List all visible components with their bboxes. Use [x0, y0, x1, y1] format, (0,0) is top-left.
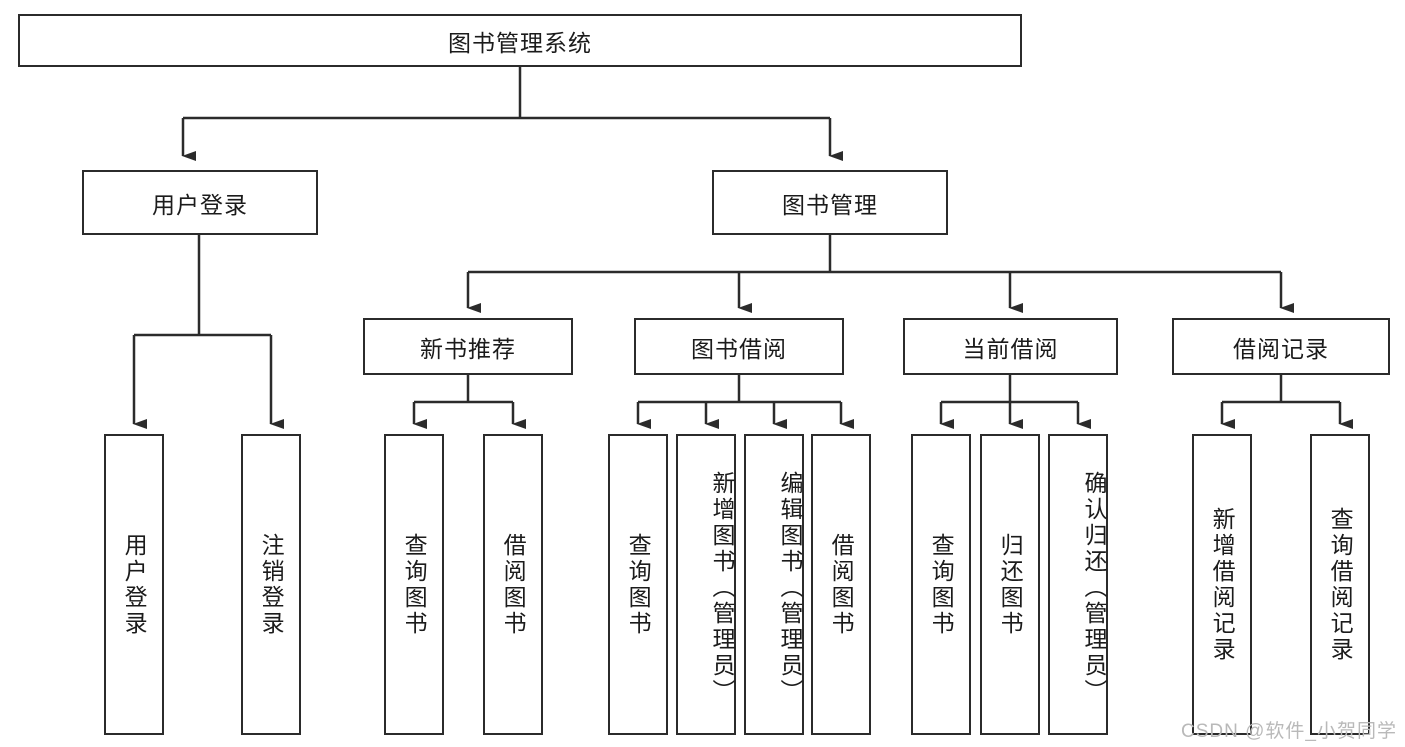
node-leaf-borrow-book-1-label: 借阅图书	[500, 532, 527, 637]
node-leaf-return-book[interactable]: 归还图书	[980, 434, 1040, 735]
node-root[interactable]: 图书管理系统	[18, 14, 1022, 67]
node-leaf-borrow-book-1[interactable]: 借阅图书	[483, 434, 543, 735]
node-leaf-query-record[interactable]: 查询借阅记录	[1310, 434, 1370, 735]
node-leaf-confirm-return-label: 确认归还（管理员）	[1081, 470, 1107, 705]
node-borrow-record-label: 借阅记录	[1233, 335, 1329, 362]
node-user-login-label: 用户登录	[152, 191, 248, 218]
node-leaf-return-book-label: 归还图书	[997, 532, 1024, 637]
node-leaf-query-book-1[interactable]: 查询图书	[384, 434, 444, 735]
node-leaf-borrow-book-2[interactable]: 借阅图书	[811, 434, 871, 735]
node-leaf-add-record-label: 新增借阅记录	[1209, 506, 1236, 663]
node-leaf-add-book-label: 新增图书（管理员）	[709, 470, 735, 705]
node-leaf-logout-label: 注销登录	[258, 532, 285, 637]
node-leaf-borrow-book-2-label: 借阅图书	[828, 532, 855, 637]
node-leaf-user-login-label: 用户登录	[121, 532, 148, 637]
node-book-manage[interactable]: 图书管理	[712, 170, 948, 235]
node-leaf-query-record-label: 查询借阅记录	[1327, 506, 1354, 663]
node-leaf-add-book[interactable]: 新增图书（管理员）	[676, 434, 736, 735]
node-leaf-edit-book-label: 编辑图书（管理员）	[777, 470, 803, 705]
node-leaf-confirm-return[interactable]: 确认归还（管理员）	[1048, 434, 1108, 735]
node-book-manage-label: 图书管理	[782, 191, 878, 218]
node-book-borrow[interactable]: 图书借阅	[634, 318, 844, 375]
node-leaf-edit-book[interactable]: 编辑图书（管理员）	[744, 434, 804, 735]
node-user-login[interactable]: 用户登录	[82, 170, 318, 235]
node-leaf-logout[interactable]: 注销登录	[241, 434, 301, 735]
node-leaf-add-record[interactable]: 新增借阅记录	[1192, 434, 1252, 735]
node-leaf-query-book-3[interactable]: 查询图书	[911, 434, 971, 735]
node-current-borrow-label: 当前借阅	[962, 335, 1059, 362]
node-leaf-query-book-2[interactable]: 查询图书	[608, 434, 668, 735]
node-new-book-rec[interactable]: 新书推荐	[363, 318, 573, 375]
node-root-label: 图书管理系统	[448, 29, 592, 56]
node-borrow-record[interactable]: 借阅记录	[1172, 318, 1390, 375]
node-leaf-query-book-2-label: 查询图书	[625, 532, 652, 637]
node-leaf-query-book-1-label: 查询图书	[401, 532, 428, 637]
node-new-book-rec-label: 新书推荐	[420, 335, 516, 362]
node-leaf-user-login[interactable]: 用户登录	[104, 434, 164, 735]
node-book-borrow-label: 图书借阅	[691, 335, 787, 362]
node-current-borrow[interactable]: 当前借阅	[903, 318, 1118, 375]
node-leaf-query-book-3-label: 查询图书	[928, 532, 955, 637]
